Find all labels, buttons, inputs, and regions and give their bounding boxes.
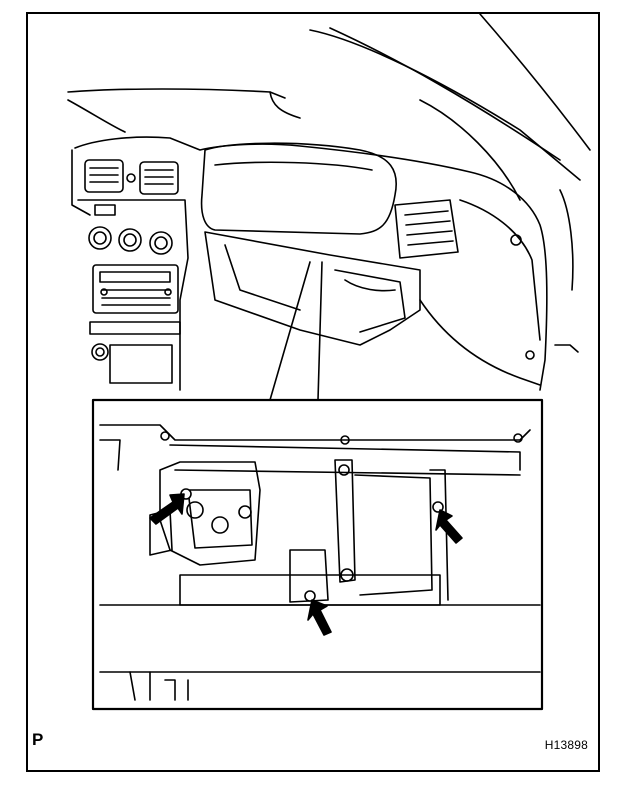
dashboard-overview xyxy=(67,13,591,401)
fastener-arrow-left xyxy=(149,493,185,525)
detail-inset xyxy=(91,398,544,711)
figure-code: H13898 xyxy=(544,738,588,752)
fastener-arrow-right xyxy=(435,509,463,544)
corner-letter: P xyxy=(32,730,44,749)
fastener-arrow-bottom xyxy=(307,599,332,636)
